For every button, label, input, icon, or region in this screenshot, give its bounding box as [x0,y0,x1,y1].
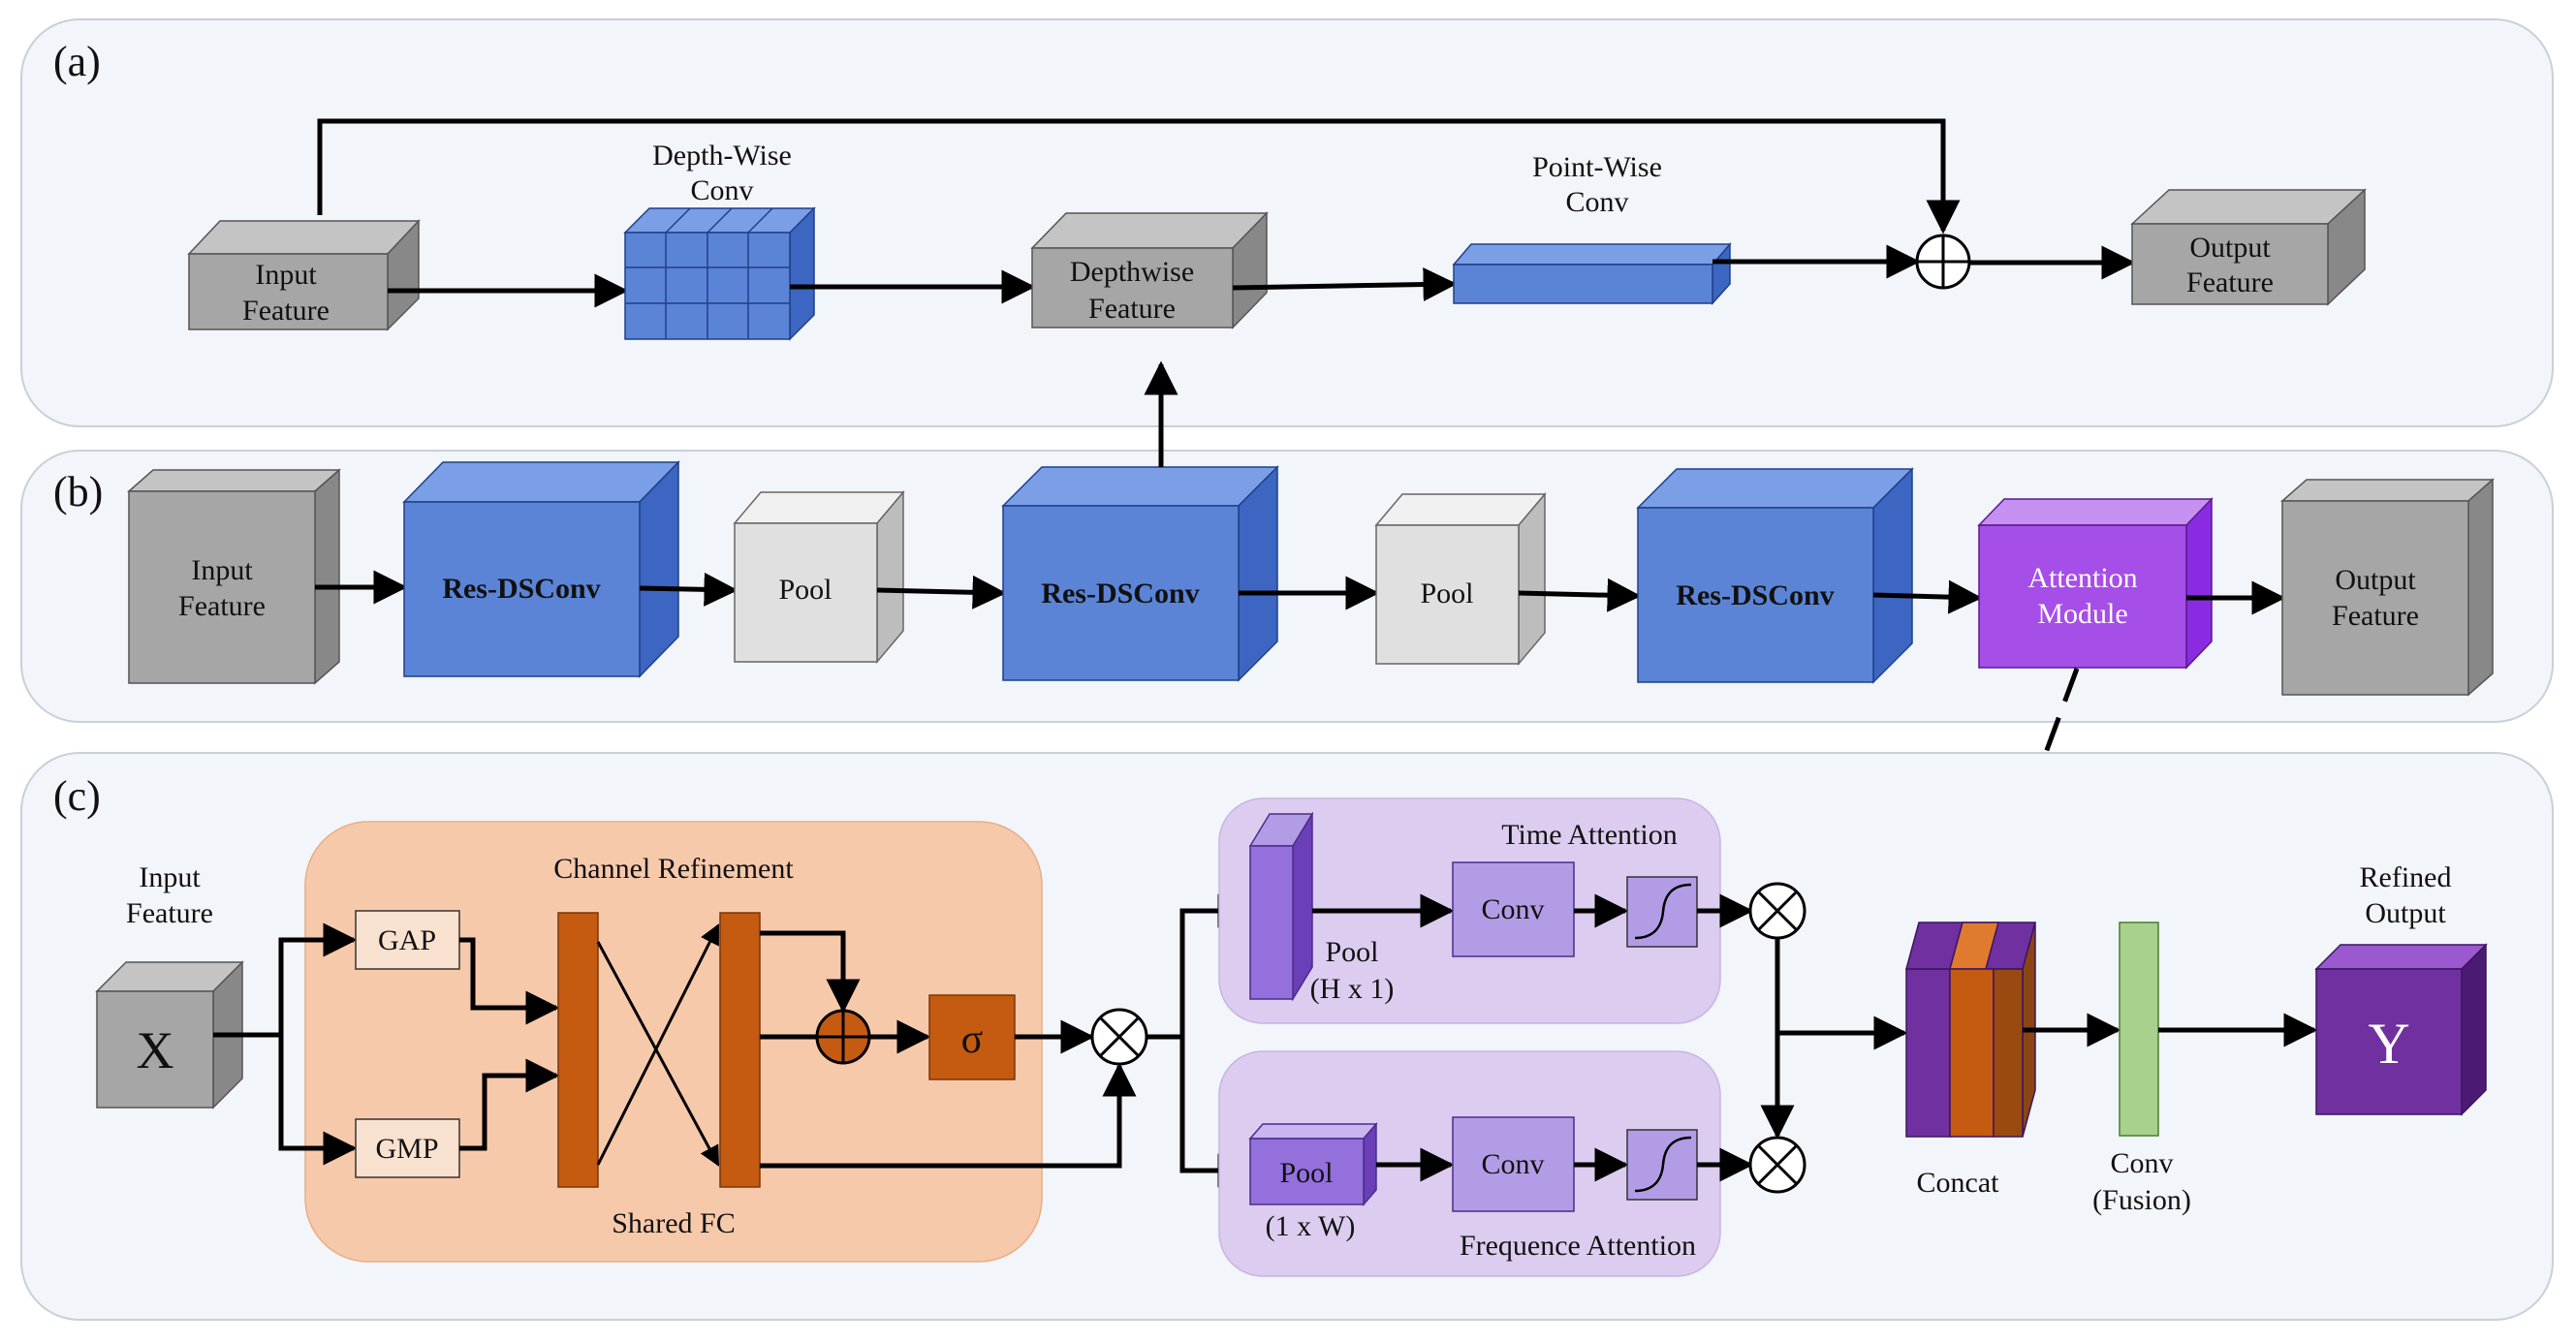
pool-label-2: Pool [1420,578,1473,609]
x-symbol: X [137,1021,174,1079]
refined-output-label-line1: Refined [2360,861,2452,893]
pool-label-1: Pool [778,574,832,606]
line-x-to-gap [213,922,358,1038]
frequence-attention-title: Frequence Attention [1460,1230,1696,1262]
output-feature-label-b-line2: Feature [2332,600,2419,632]
pool-block-1: Pool [733,489,905,665]
multiply-operator-channel [1090,1008,1148,1066]
res-dsconv-block-3: Res-DSConv [1636,467,1914,684]
res-dsconv-label-1: Res-DSConv [442,573,600,605]
add-operator-c [815,1009,871,1065]
output-feature-label-a-line1: Output [2189,232,2271,264]
res-dsconv-block-1: Res-DSConv [402,460,680,678]
refined-output-label-line2: Output [2365,897,2446,929]
input-feature-label-b-line2: Feature [178,590,266,622]
sigmoid-symbol: σ [961,1017,984,1062]
input-feature-label-c-line2: Feature [126,897,213,929]
depthwise-feature-cube: Depthwise Feature [1030,211,1269,329]
res-dsconv-label-2: Res-DSConv [1041,578,1199,609]
output-feature-label-b-line1: Output [2335,564,2416,596]
multiply-operator-freq [1748,1136,1806,1194]
attention-module-label-line1: Attention [2027,562,2137,594]
gap-label: GAP [378,924,436,956]
depthwise-feature-label-line1: Depthwise [1070,256,1194,288]
y-symbol: Y [2368,1012,2409,1076]
line-fc-to-add [760,930,861,1014]
arrow-dwfeature-to-pwconv [1232,267,1458,302]
arrow-b-res3-to-attention [1872,579,1983,614]
input-feature-cube-a: Input Feature [187,219,421,331]
line-gmp-to-fc [459,1058,560,1151]
input-x-cube: X [95,960,244,1110]
channel-refinement-region [304,821,1043,1263]
freq-conv-box [1452,1116,1575,1212]
output-feature-label-a-line2: Feature [2186,266,2274,298]
time-sigmoid-curve-box [1626,876,1698,948]
pointwise-conv-block: Point-Wise Conv [1452,151,1732,305]
conv-fusion-label-line2: (Fusion) [2092,1184,2191,1216]
attention-module-block: Attention Module [1977,497,2214,670]
input-feature-label-c-line1: Input [139,861,201,893]
gmp-label: GMP [375,1133,438,1165]
freq-conv-label: Conv [1481,1148,1544,1180]
output-feature-cube-a: Output Feature [2130,188,2367,306]
input-feature-label-a-line2: Feature [242,295,330,327]
depthwise-conv-block: Depth-Wise Conv [623,140,816,341]
panel-a-tag: (a) [53,38,101,85]
arrow-b-pool1-to-res2 [876,575,1007,609]
fc-cross-line-1 [596,941,720,1167]
pointwise-conv-label-line1: Point-Wise [1532,151,1662,183]
depthwise-conv-label-line1: Depth-Wise [652,140,792,172]
concat-block [1905,922,2036,1138]
time-pool-slab [1248,811,1314,1002]
fc-cross-line-2 [596,923,720,1166]
shared-fc-bar-left [557,912,599,1188]
panel-c-tag: (c) [53,772,101,820]
pool-block-2: Pool [1374,491,1547,667]
multiply-operator-time [1748,882,1806,940]
res-dsconv-label-3: Res-DSConv [1676,579,1834,611]
concat-label: Concat [1917,1167,2000,1199]
line-fc-to-multiply [760,1062,1137,1169]
skip-connection-line [317,118,1961,234]
depthwise-conv-label-line2: Conv [690,174,753,206]
time-pool-label-line2: (H x 1) [1310,973,1395,1005]
input-feature-label-b-line1: Input [191,554,253,586]
depthwise-feature-label-line2: Feature [1088,293,1176,325]
freq-pool-dims-label: (1 x W) [1266,1210,1356,1242]
time-conv-label: Conv [1481,893,1544,925]
arrow-b-res1-to-pool1 [639,572,738,607]
line-gap-to-fc [459,937,560,1025]
gap-box [355,910,460,970]
time-attention-title: Time Attention [1501,819,1677,851]
freq-sigmoid-curve-box [1626,1129,1698,1201]
shared-fc-label: Shared FC [612,1207,736,1239]
conv-fusion-label-line1: Conv [2110,1147,2173,1179]
panel-c: (c) Input Feature X Channel Refinement G… [20,752,2554,1321]
panel-b-tag: (b) [53,468,103,516]
add-operator-a [1915,234,1971,290]
gmp-box [355,1118,460,1178]
channel-refinement-title: Channel Refinement [553,853,794,885]
conv-fusion-bar [2119,922,2159,1137]
output-feature-cube-b: Output Feature [2280,478,2495,697]
refined-output-y-cube: Y [2314,943,2488,1116]
shared-fc-bar-right [719,912,761,1188]
freq-pool-label: Pool [1279,1157,1333,1189]
arrow-b-pool2-to-res3 [1518,578,1642,612]
pointwise-conv-label-line2: Conv [1565,186,1628,218]
line-x-to-gmp [278,1035,358,1166]
panel-b: (b) Input Feature Res-DSConv Pool [20,360,2554,917]
res-dsconv-block-2: Res-DSConv [1001,465,1279,682]
attention-module-label-line2: Module [2037,598,2127,630]
panel-a: (a) Input Feature Depth-Wise Conv [20,18,2554,427]
time-pool-label-line1: Pool [1325,936,1378,968]
sigmoid-box [928,994,1016,1080]
freq-pool-box: Pool [1248,1121,1378,1207]
input-feature-cube-b: Input Feature [127,468,341,685]
input-feature-label-a-line1: Input [255,259,317,291]
